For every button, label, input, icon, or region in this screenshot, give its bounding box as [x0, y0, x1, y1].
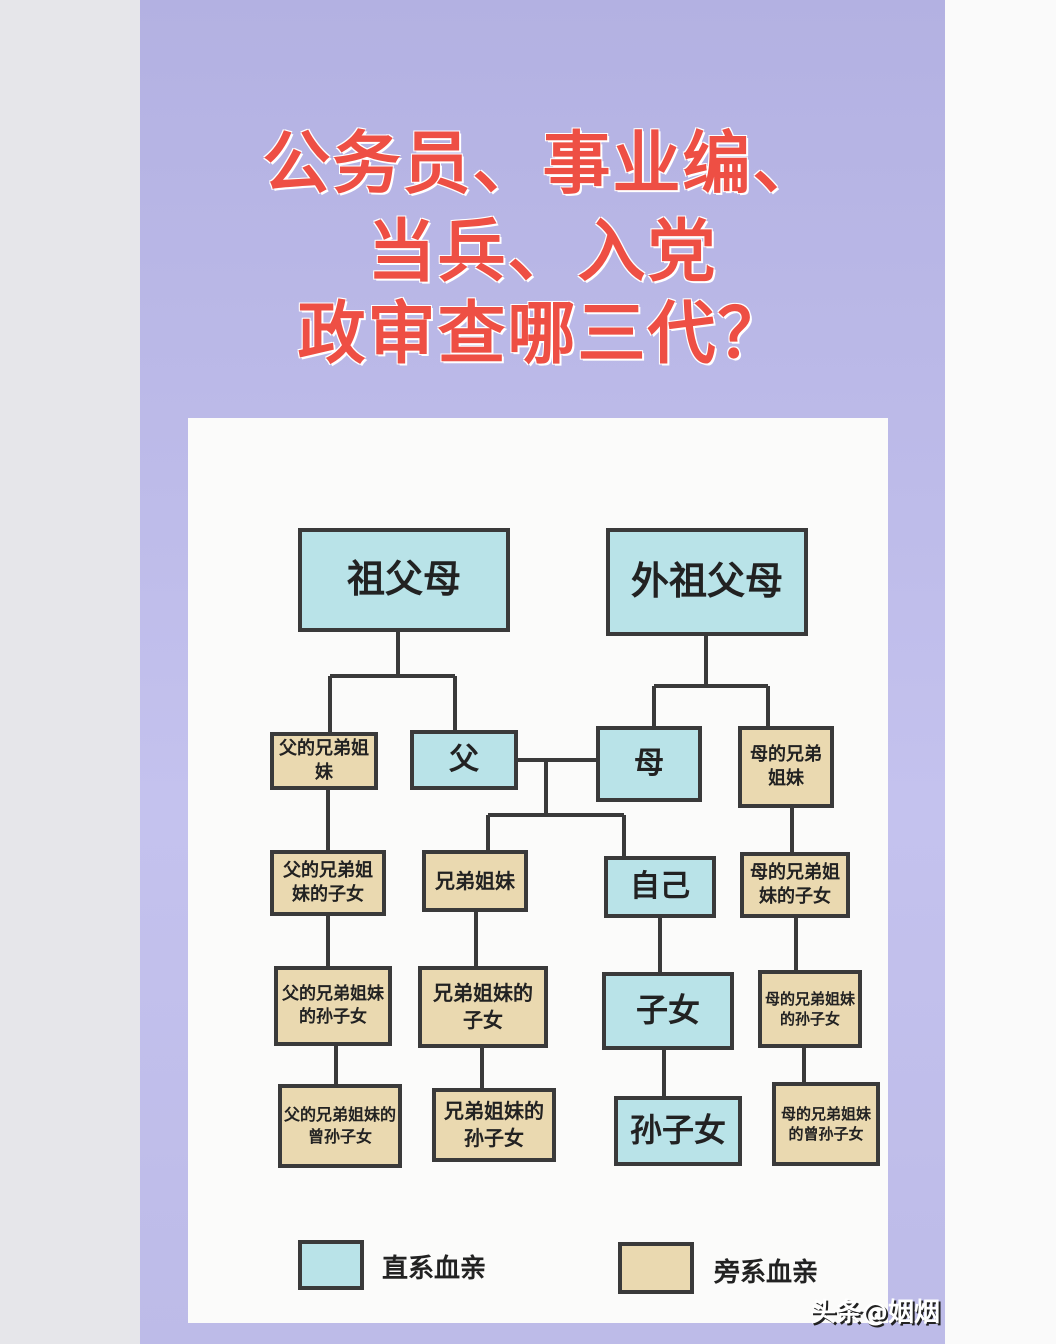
legend-swatch-direct — [298, 1240, 364, 1290]
title-line-1: 公务员、事业编、 — [262, 125, 823, 204]
legend-swatch-collateral — [618, 1242, 694, 1294]
node-father-siblings-children: 父的兄弟姐妹的子女 — [270, 850, 386, 916]
node-siblings: 兄弟姐妹 — [422, 850, 528, 912]
node-grandchildren: 孙子女 — [614, 1096, 742, 1166]
title-line-2: 当兵、入党 — [367, 213, 718, 292]
title-line-3: 政审查哪三代？ — [297, 295, 788, 374]
legend-label-direct: 直系血亲 — [382, 1254, 487, 1284]
node-siblings-grandchildren: 兄弟姐妹的孙子女 — [432, 1088, 556, 1162]
node-grandparents: 祖父母 — [298, 528, 510, 632]
node-maternal-grandparents: 外祖父母 — [606, 528, 808, 636]
node-father-siblings-great-grandchildren: 父的兄弟姐妹的曾孙子女 — [278, 1084, 402, 1168]
node-father-siblings: 父的兄弟姐妹 — [270, 732, 378, 790]
node-children: 子女 — [602, 972, 734, 1050]
node-mother: 母 — [596, 726, 702, 802]
node-siblings-children: 兄弟姐妹的子女 — [418, 966, 548, 1048]
right-margin — [945, 0, 1056, 1344]
node-self: 自己 — [604, 856, 716, 918]
node-mother-siblings-grandchildren: 母的兄弟姐妹的孙子女 — [758, 970, 862, 1048]
node-mother-siblings-great-grandchildren: 母的兄弟姐妹的曾孙子女 — [772, 1082, 880, 1166]
node-father-siblings-grandchildren: 父的兄弟姐妹的孙子女 — [274, 966, 392, 1046]
watermark: 头条@姻烟 — [810, 1298, 941, 1328]
node-father: 父 — [410, 730, 518, 790]
legend-label-collateral: 旁系血亲 — [714, 1258, 819, 1288]
node-mother-siblings: 母的兄弟姐妹 — [738, 726, 834, 808]
node-mother-siblings-children: 母的兄弟姐妹的子女 — [740, 852, 850, 918]
